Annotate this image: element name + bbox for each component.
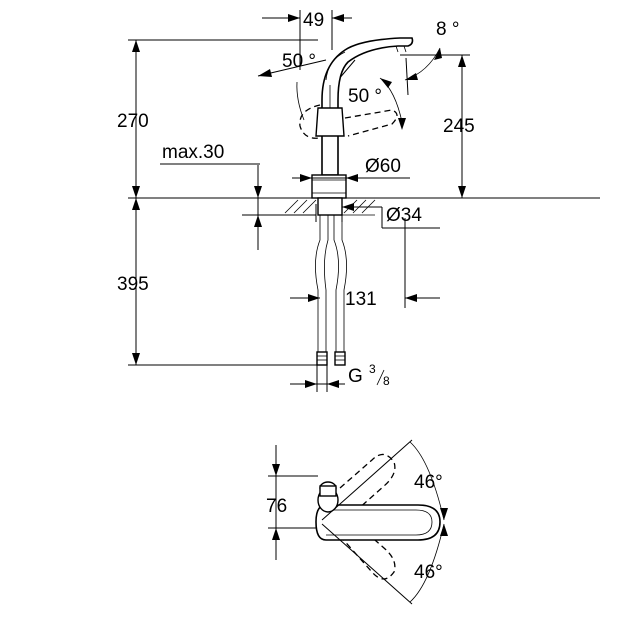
dim-lever-angle-right: 50 ° xyxy=(337,59,406,130)
dim-lever-angle-left-label: 50 ° xyxy=(282,51,316,72)
dim-hole-diameter: Ø34 xyxy=(315,203,440,229)
dim-base-diameter: Ø60 xyxy=(292,156,410,182)
dim-hose-length: 395 xyxy=(117,198,149,365)
dim-thread-denominator: 8 xyxy=(383,374,390,388)
spout-swivel-down xyxy=(339,517,396,580)
dim-spread-label: 131 xyxy=(345,289,377,310)
dim-thread-numerator: 3 xyxy=(369,362,376,376)
dim-swivel-down: 46° xyxy=(321,523,448,605)
spout-top xyxy=(315,504,441,541)
dim-total-height: 270 xyxy=(117,40,149,198)
faucet-body xyxy=(299,37,414,199)
dim-spout-height: 245 xyxy=(443,55,475,198)
dim-spout-angle: 8 ° xyxy=(404,19,459,96)
dim-base-diameter-label: Ø60 xyxy=(365,156,401,177)
lever-swing-left xyxy=(299,104,321,139)
dim-spout-reach: 76 xyxy=(266,445,318,560)
dim-max-thickness: max.30 xyxy=(160,142,316,250)
dim-spout-reach-label: 76 xyxy=(266,496,287,517)
lever-swing-right xyxy=(344,109,398,137)
dim-spout-angle-label: 8 ° xyxy=(436,19,459,40)
dim-max-thickness-label: max.30 xyxy=(162,142,224,163)
dim-spout-height-label: 245 xyxy=(443,116,475,137)
dim-hole-diameter-label: Ø34 xyxy=(386,205,422,226)
dim-spread: 131 xyxy=(290,218,440,310)
dim-thread-prefix: G xyxy=(348,366,363,387)
dim-swivel-down-label: 46° xyxy=(414,562,443,583)
dim-total-height-label: 270 xyxy=(117,111,149,132)
dim-spout-width-label: 49 xyxy=(303,10,324,31)
supply-hoses xyxy=(315,215,347,366)
dim-thread: G 3 8 xyxy=(290,362,390,392)
side-view: 270 395 245 49 xyxy=(117,10,600,392)
top-view: 76 46° 46° xyxy=(266,439,448,605)
dim-lever-angle-right-label: 50 ° xyxy=(348,86,382,107)
dim-swivel-up: 46° xyxy=(321,439,448,521)
dim-hose-length-label: 395 xyxy=(117,274,149,295)
dim-spout-width: 49 xyxy=(262,10,352,70)
lever-handle xyxy=(315,107,345,137)
dim-lever-angle-left: 50 ° xyxy=(257,51,327,121)
dim-swivel-up-label: 46° xyxy=(414,472,443,493)
spout xyxy=(321,37,414,176)
